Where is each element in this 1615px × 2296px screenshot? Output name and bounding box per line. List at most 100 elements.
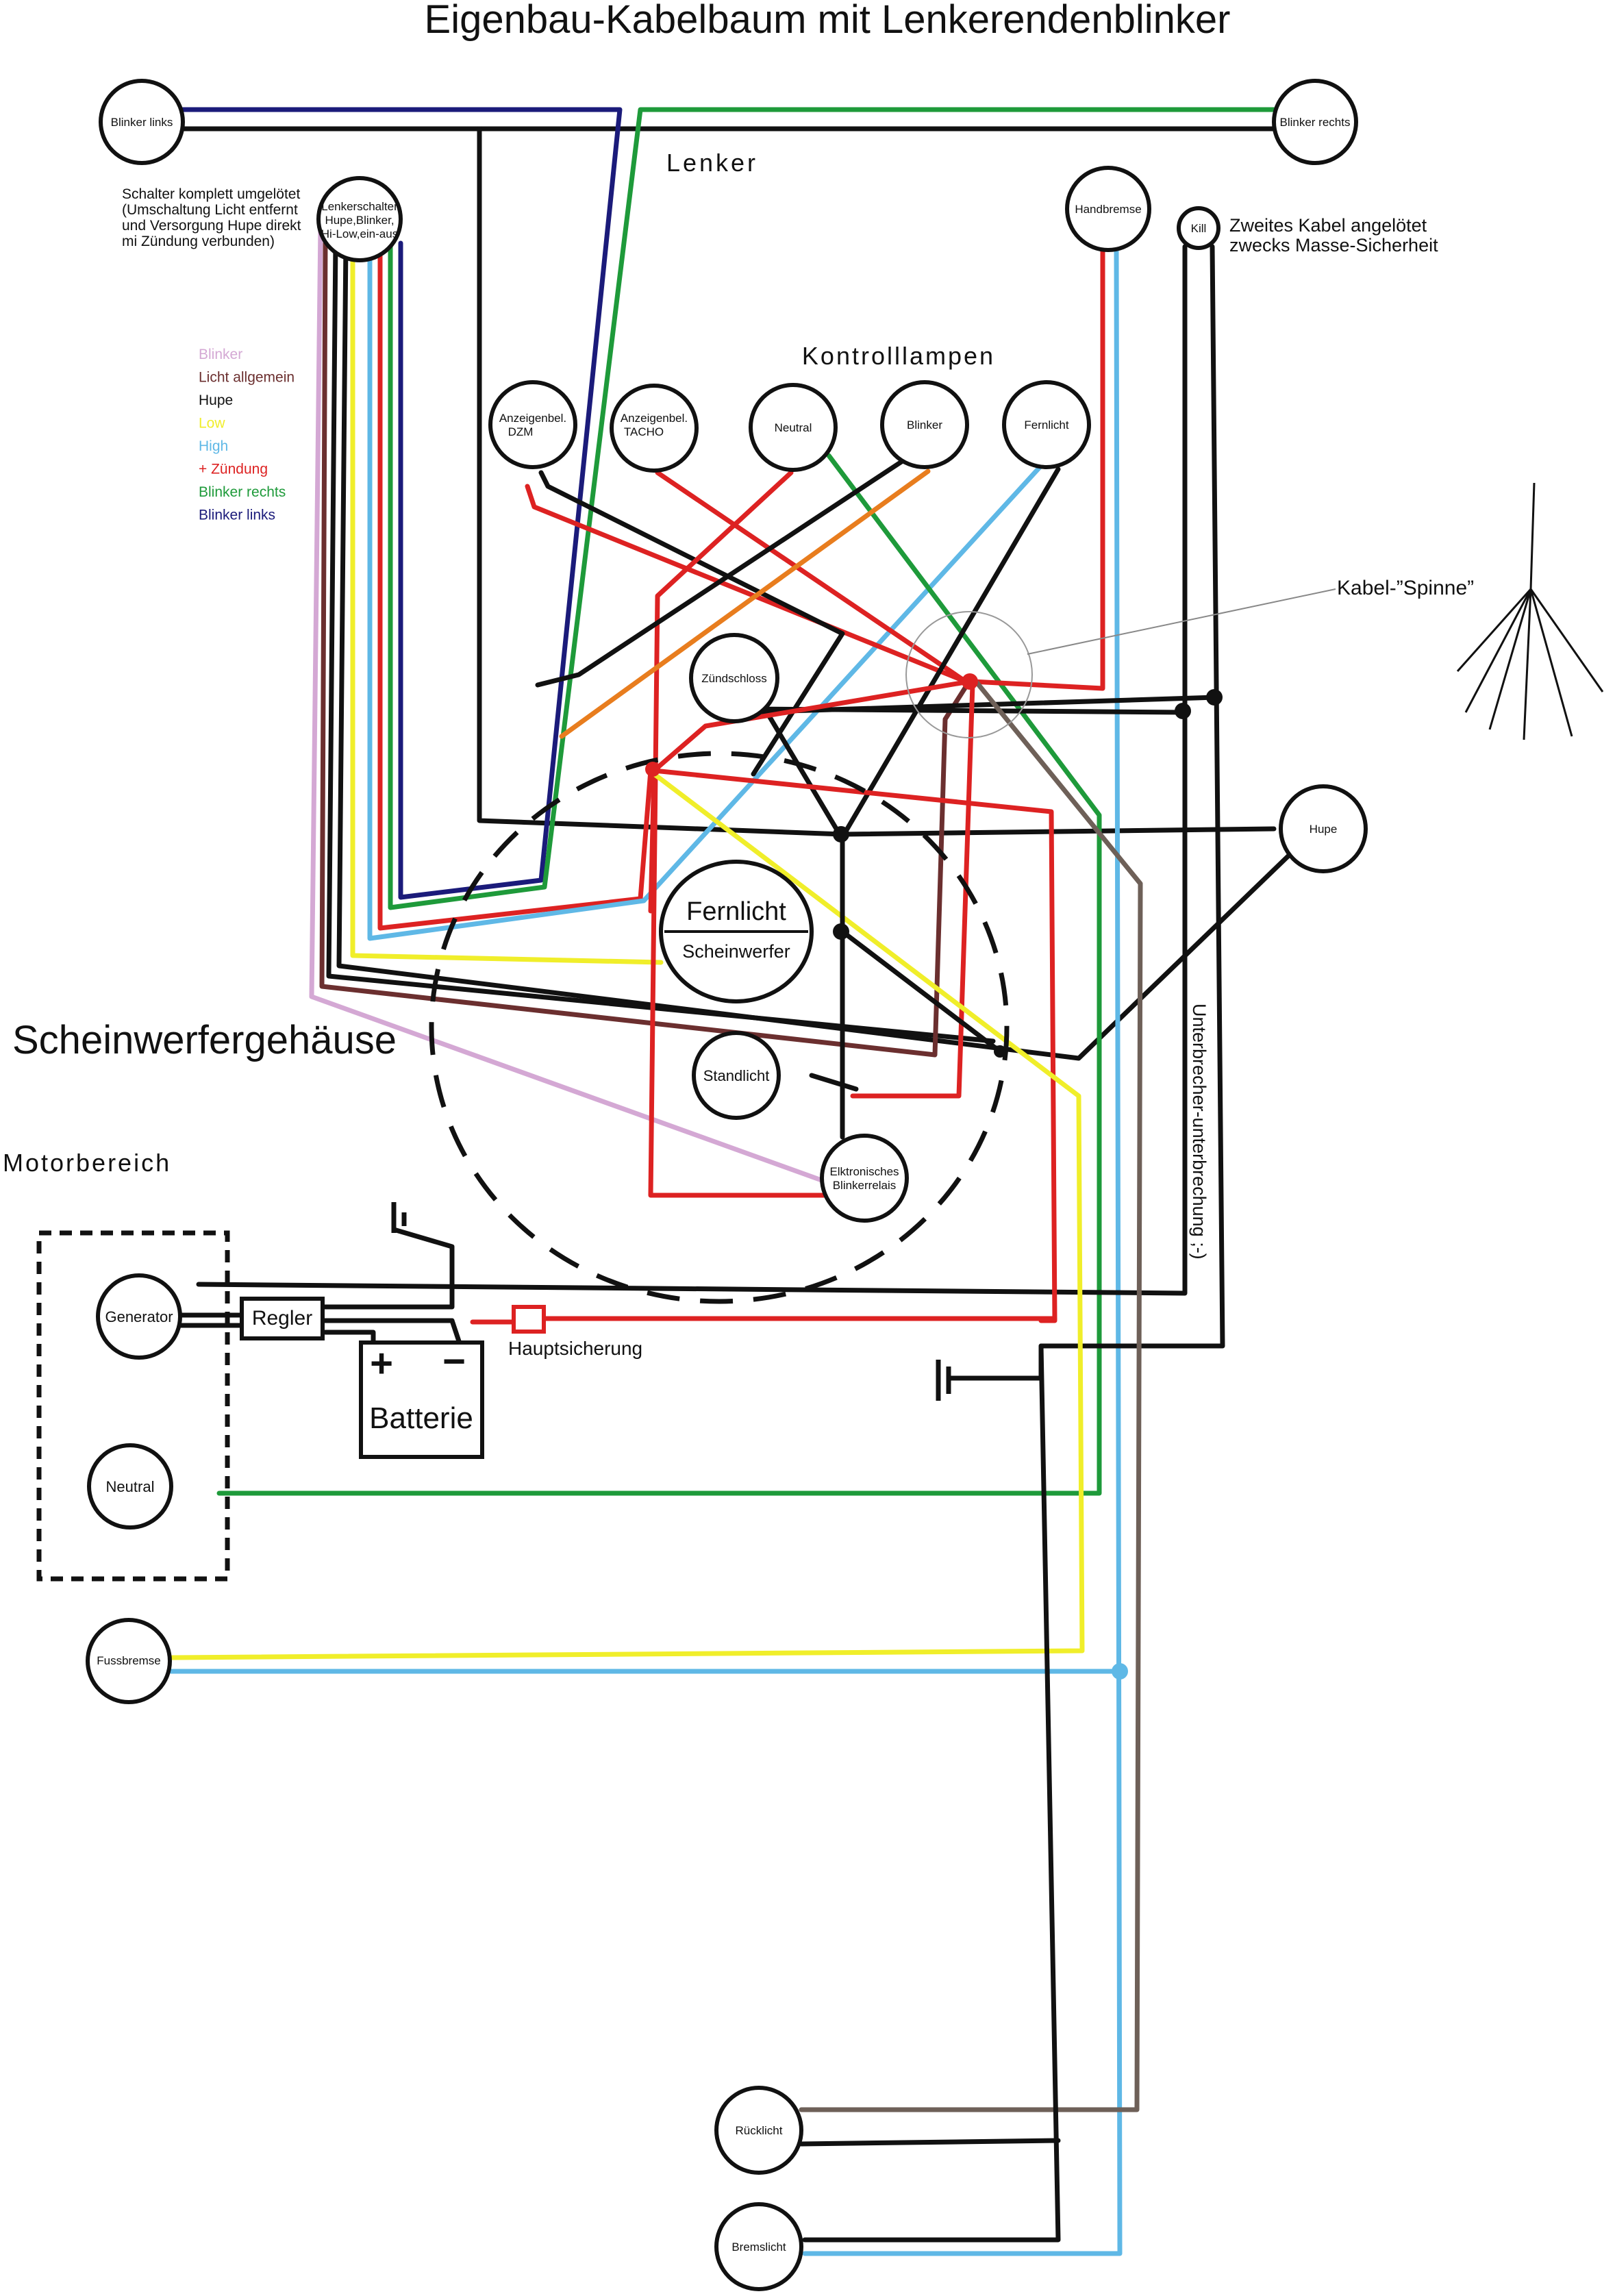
wire-black	[809, 1073, 859, 1092]
wire-green	[216, 453, 1102, 1496]
legend-item: Licht allgemein	[199, 370, 295, 386]
legend-item: + Zündung	[199, 462, 268, 477]
unterbrecher-label: Unterbrecher-unterbrechung ;-)	[1189, 1003, 1210, 1260]
motorbereich-label: Motorbereich	[3, 1149, 171, 1177]
scheinwerfer-node: Fernlicht Scheinwerfer	[659, 860, 814, 1003]
spinne-callout-line	[1027, 588, 1336, 655]
schalter-note: Schalter komplett umgelötet (Umschaltung…	[122, 186, 301, 249]
svg-text:Elktronisches: Elktronisches	[829, 1165, 899, 1178]
wire-red	[377, 240, 653, 931]
wire-black	[319, 1227, 455, 1310]
junction-dot	[1206, 689, 1223, 706]
wire-pink	[309, 223, 828, 1184]
wire-navy	[175, 107, 623, 900]
components: Blinker links Blinker rechts Lenkerschal…	[86, 79, 1368, 2291]
neutral-lamp-node: Neutral	[749, 383, 838, 472]
wire-green	[388, 107, 1277, 910]
svg-text:Lenkerschalter: Lenkerschalter	[321, 200, 398, 213]
wire-grey-brown	[799, 679, 1143, 2112]
junction-dot	[645, 762, 660, 777]
legend-item: Blinker rechts	[199, 484, 286, 500]
svg-text:Bremslicht: Bremslicht	[731, 2241, 786, 2254]
lenkerschalter-node: Lenkerschalter Hupe,Blinker, Hi-Low,ein-…	[316, 176, 403, 262]
wire-red	[655, 470, 968, 684]
wire-red	[648, 768, 657, 914]
zuendschloss-node: Zündschloss	[689, 633, 779, 723]
lenker-label: Lenker	[666, 149, 758, 177]
blinker-links-node: Blinker links	[99, 79, 185, 165]
wire-black	[802, 1343, 1061, 2243]
svg-text:mi Zündung verbunden): mi Zündung verbunden)	[122, 234, 275, 249]
svg-text:Zündschloss: Zündschloss	[701, 672, 766, 685]
blinker-rechts-node: Blinker rechts	[1272, 79, 1358, 165]
blinkerrelais-node: Elktronisches Blinkerrelais	[820, 1134, 909, 1223]
fussbremse-node: Fussbremse	[86, 1618, 172, 1704]
wire-yellow	[350, 240, 664, 965]
wire-orange	[559, 469, 931, 739]
svg-text:+: +	[370, 1341, 393, 1386]
svg-text:Standlicht: Standlicht	[703, 1067, 770, 1084]
svg-text:(Umschaltung Licht entfernt: (Umschaltung Licht entfernt	[122, 202, 298, 218]
ruecklicht-node: Rücklicht	[714, 2086, 803, 2175]
svg-text:Hi-Low,ein-aus: Hi-Low,ein-aus	[321, 227, 398, 240]
svg-text:Fernlicht: Fernlicht	[686, 897, 786, 926]
svg-text:Blinkerrelais: Blinkerrelais	[833, 1179, 897, 1192]
scheinwerfergehaeuse-label: Scheinwerfergehäuse	[12, 1018, 397, 1062]
neutral-motor-node: Neutral	[87, 1443, 173, 1530]
svg-text:Neutral: Neutral	[775, 421, 812, 434]
svg-text:Rücklicht: Rücklicht	[736, 2124, 783, 2137]
labels: Eigenbau-Kabelbaum mit Lenkerendenblinke…	[3, 0, 1474, 1359]
wire-black	[744, 706, 1188, 715]
junctions	[645, 673, 1223, 1680]
hupe-node: Hupe	[1279, 784, 1368, 873]
kontrolllampen-label: Kontrolllampen	[802, 342, 995, 370]
anzeige-tacho-node: Anzeigenbel. TACHO	[610, 384, 699, 473]
wire-black	[1038, 244, 1225, 1349]
regler-node: Regler	[240, 1297, 325, 1340]
hauptsicherung-label: Hauptsicherung	[508, 1338, 642, 1359]
svg-text:Neutral: Neutral	[106, 1478, 155, 1495]
legend-item: Hupe	[199, 392, 233, 408]
generator-node: Generator	[96, 1273, 182, 1360]
legend-item: Low	[199, 416, 225, 432]
wire-red	[970, 247, 1105, 691]
blinker-lamp-node: Blinker	[880, 380, 969, 469]
bremslicht-node: Bremslicht	[714, 2202, 803, 2291]
svg-text:Blinker rechts: Blinker rechts	[1280, 116, 1351, 129]
standlicht-node: Standlicht	[692, 1031, 781, 1120]
hauptsicherung-fuse	[512, 1305, 546, 1334]
svg-text:Blinker: Blinker	[907, 419, 942, 432]
svg-text:Generator: Generator	[105, 1308, 173, 1325]
svg-text:Hupe: Hupe	[1310, 823, 1338, 836]
handbremse-node: Handbremse	[1065, 166, 1151, 252]
wire-black	[840, 929, 1003, 1054]
wire-red	[648, 470, 852, 1198]
wires	[168, 107, 1318, 2256]
wire-black	[449, 1318, 462, 1344]
anzeige-dzm-node: Anzeigenbel. DZM	[488, 380, 577, 469]
ground-symbol	[391, 1202, 1044, 1401]
wire-red	[651, 679, 972, 773]
junction-dot	[1112, 1663, 1128, 1680]
junction-dot	[833, 923, 849, 940]
wire-red	[850, 682, 975, 1099]
kill-node: Kill	[1177, 206, 1220, 250]
wire-black	[840, 466, 1061, 840]
svg-text:TACHO: TACHO	[624, 425, 664, 438]
svg-text:Regler: Regler	[252, 1307, 312, 1330]
wire-black	[326, 240, 996, 1044]
wire-black	[538, 470, 845, 777]
wire-blue	[367, 240, 1044, 941]
svg-text:zwecks Masse-Sicherheit: zwecks Masse-Sicherheit	[1229, 235, 1438, 255]
motor-area-box	[36, 1230, 230, 1582]
svg-text:Handbremse: Handbremse	[1075, 203, 1141, 216]
svg-text:Batterie: Batterie	[369, 1401, 473, 1435]
headlight-housing-outline	[429, 751, 1010, 1304]
svg-text:Fernlicht: Fernlicht	[1024, 419, 1068, 432]
wire-black	[323, 1330, 376, 1344]
wire-black	[799, 2138, 1061, 2147]
svg-text:Fussbremse: Fussbremse	[97, 1654, 161, 1667]
page-title: Eigenbau-Kabelbaum mit Lenkerendenblinke…	[425, 0, 1231, 42]
